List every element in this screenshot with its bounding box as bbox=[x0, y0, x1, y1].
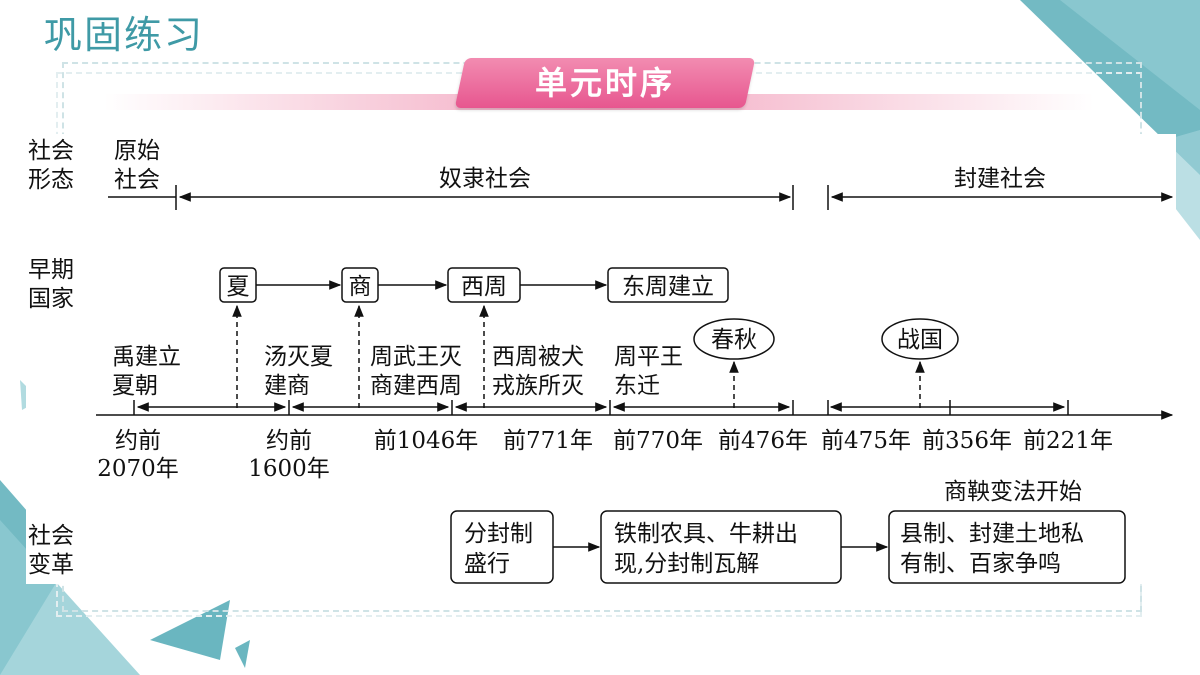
change-2-line-1: 铁制农具、牛耕出 bbox=[614, 521, 798, 547]
change-3-line-2: 有制、百家争鸣 bbox=[900, 551, 1061, 577]
event-eastern-move-1: 周平王 bbox=[614, 344, 683, 370]
decor-triangle-top-right-2 bbox=[1060, 0, 1200, 110]
banner-title: 单元时序 bbox=[534, 64, 675, 102]
row-label-early-states-2: 国家 bbox=[28, 286, 74, 312]
period-ellipse-warring-states bbox=[881, 318, 959, 360]
change-box-3 bbox=[888, 510, 1126, 584]
change-1-line-2: 盛行 bbox=[464, 551, 510, 577]
date-1600-2: 1600年 bbox=[248, 456, 330, 482]
event-shang-2: 建商 bbox=[264, 373, 310, 399]
event-eastern-move-2: 东迁 bbox=[614, 373, 660, 399]
change-1-line-1: 分封制 bbox=[464, 521, 533, 547]
event-western-zhou-end-2: 戎族所灭 bbox=[492, 373, 584, 399]
date-771: 前771年 bbox=[503, 428, 593, 454]
period-ellipse-spring-autumn bbox=[693, 318, 775, 360]
row-label-early-states-1: 早期 bbox=[28, 257, 74, 283]
event-xia-1: 禹建立 bbox=[112, 344, 181, 370]
state-label-shang: 商 bbox=[349, 274, 372, 300]
date-1046: 前1046年 bbox=[374, 428, 479, 454]
state-label-western-zhou: 西周 bbox=[461, 274, 507, 300]
page-title: 巩固练习 bbox=[44, 13, 205, 57]
change-2-line-2: 现,分封制瓦解 bbox=[614, 551, 759, 577]
date-221: 前221年 bbox=[1023, 428, 1113, 454]
event-western-zhou-end-1: 西周被犬 bbox=[492, 344, 584, 370]
state-label-eastern-zhou: 东周建立 bbox=[622, 274, 714, 300]
primitive-society-label-2: 社会 bbox=[114, 167, 160, 193]
period-label-spring-autumn: 春秋 bbox=[711, 327, 757, 353]
timeline-diagram: 社会 形态 早期 国家 社会 变革 原始 社会 奴隶社会 封建社会 夏 商 西周… bbox=[26, 134, 1176, 584]
row-label-social-change-2: 变革 bbox=[28, 552, 74, 578]
date-770: 前770年 bbox=[613, 428, 703, 454]
change-3-line-1: 县制、封建土地私 bbox=[900, 521, 1084, 547]
state-box-eastern-zhou bbox=[607, 267, 729, 303]
period-label-warring-states: 战国 bbox=[897, 327, 943, 353]
axis-ticks bbox=[133, 400, 1069, 415]
row-label-social-form-2: 形态 bbox=[28, 167, 74, 193]
row-label-social-form-1: 社会 bbox=[28, 138, 74, 164]
event-zhou-2: 商建西周 bbox=[370, 373, 462, 399]
primitive-society-label-1: 原始 bbox=[114, 138, 160, 164]
state-label-xia: 夏 bbox=[227, 274, 250, 300]
feudal-society-label: 封建社会 bbox=[954, 166, 1046, 192]
event-shang-1: 汤灭夏 bbox=[264, 344, 333, 370]
slave-society-label: 奴隶社会 bbox=[439, 166, 531, 192]
date-356: 前356年 bbox=[922, 428, 1012, 454]
date-2070-1: 约前 bbox=[115, 428, 161, 454]
date-476: 前476年 bbox=[718, 428, 808, 454]
date-1600-1: 约前 bbox=[266, 428, 312, 454]
event-zhou-1: 周武王灭 bbox=[370, 344, 462, 370]
date-2070-2: 2070年 bbox=[97, 456, 179, 482]
date-475: 前475年 bbox=[821, 428, 911, 454]
decor-triangle-bottom-2 bbox=[235, 640, 250, 668]
reform-note: 商鞅变法开始 bbox=[944, 479, 1082, 505]
row-label-social-change-1: 社会 bbox=[28, 523, 74, 549]
event-xia-2: 夏朝 bbox=[112, 373, 158, 399]
